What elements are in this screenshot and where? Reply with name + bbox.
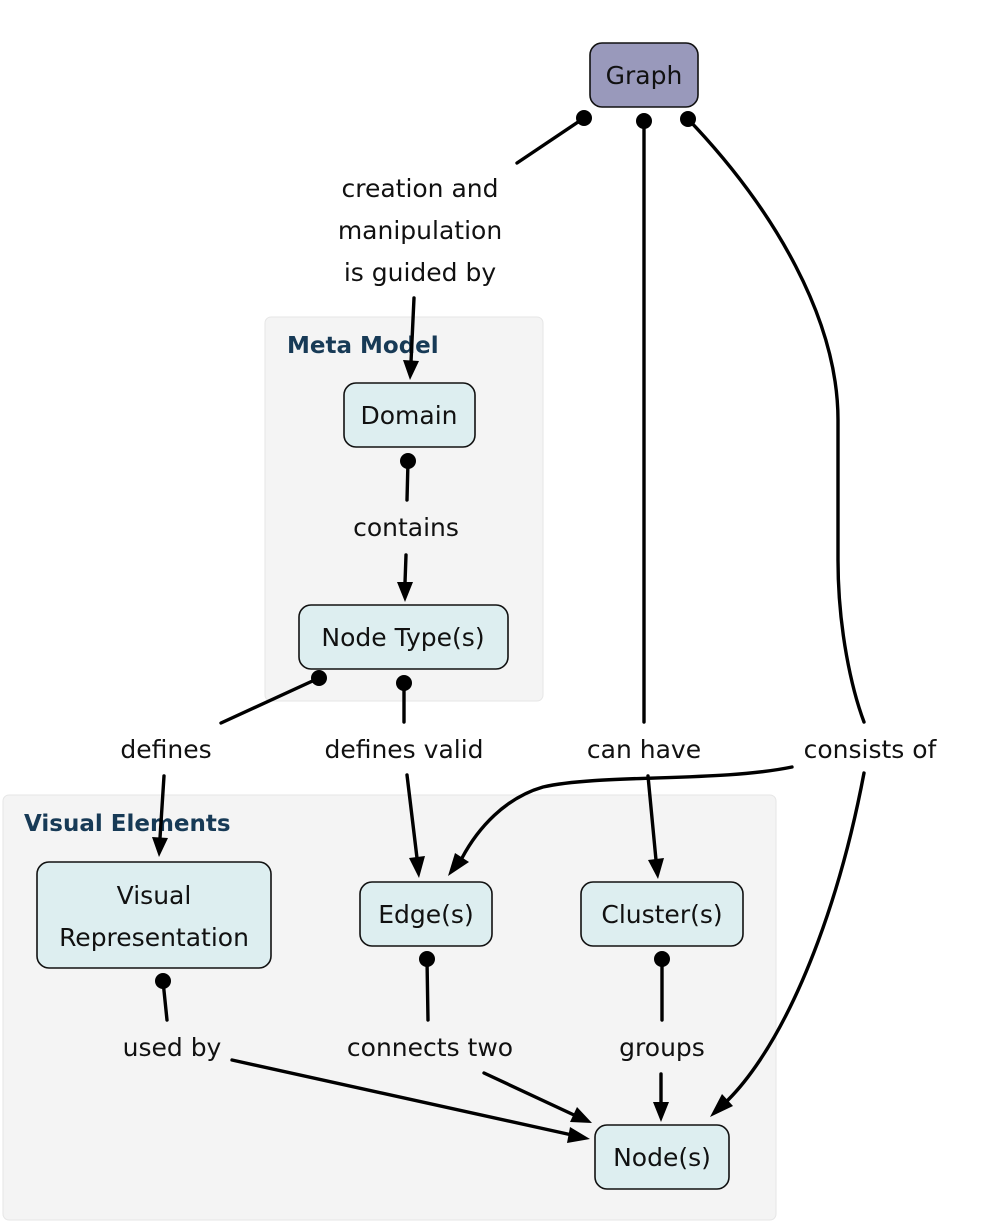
edge-connects-two	[419, 951, 592, 1123]
node-domain[interactable]: Domain	[343, 382, 476, 448]
edge-consists-of	[448, 111, 866, 1117]
label-guided-by-line1: creation and	[341, 174, 498, 203]
label-consists-of: consists of	[804, 735, 938, 764]
node-edges-label: Edge(s)	[378, 900, 473, 929]
label-guided-by-line3: is guided by	[344, 258, 497, 287]
meta-model-title: Meta Model	[287, 333, 439, 359]
node-visual-representation-line2: Representation	[59, 923, 249, 952]
node-visual-representation-line1: Visual	[117, 881, 192, 910]
label-connects-two: connects two	[347, 1033, 513, 1062]
node-visual-representation[interactable]: Visual Representation	[36, 861, 272, 969]
label-contains: contains	[353, 513, 459, 542]
label-guided-by-line2: manipulation	[338, 216, 502, 245]
edge-can-have	[636, 113, 664, 879]
node-clusters-label: Cluster(s)	[601, 900, 722, 929]
label-can-have: can have	[587, 735, 701, 764]
visual-elements-title: Visual Elements	[24, 811, 231, 837]
node-nodes[interactable]: Node(s)	[594, 1124, 730, 1190]
node-edges[interactable]: Edge(s)	[359, 881, 493, 947]
edges-layer	[152, 110, 866, 1143]
edge-defines	[152, 670, 327, 857]
node-domain-label: Domain	[360, 401, 457, 430]
node-nodes-label: Node(s)	[613, 1143, 711, 1172]
label-used-by: used by	[123, 1033, 222, 1062]
edge-used-by	[155, 973, 590, 1143]
edge-guided-by	[403, 110, 592, 380]
label-defines: defines	[120, 735, 211, 764]
label-groups: groups	[619, 1033, 705, 1062]
edge-contains	[397, 453, 416, 602]
label-defines-valid: defines valid	[324, 735, 483, 764]
node-node-types[interactable]: Node Type(s)	[298, 604, 509, 670]
node-node-types-label: Node Type(s)	[321, 623, 484, 652]
node-clusters[interactable]: Cluster(s)	[580, 881, 744, 947]
edge-groups	[653, 951, 670, 1122]
edge-labels: creation and manipulation is guided by c…	[120, 174, 937, 1062]
edge-defines-valid	[396, 675, 425, 878]
node-graph[interactable]: Graph	[589, 42, 699, 108]
node-graph-label: Graph	[606, 61, 683, 90]
